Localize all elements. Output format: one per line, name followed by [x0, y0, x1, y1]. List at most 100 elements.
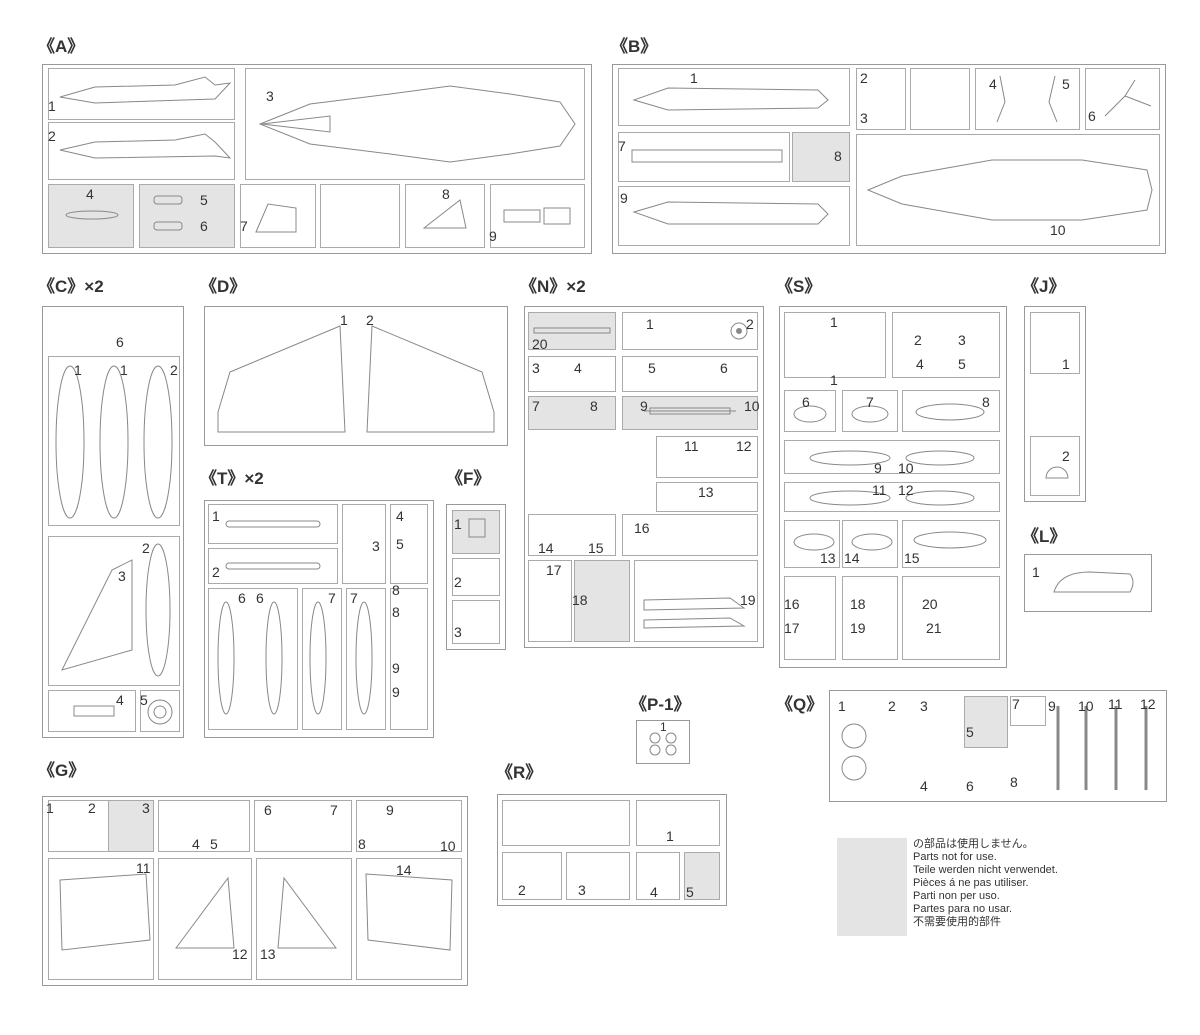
- part-number: 6: [264, 802, 272, 818]
- part-number: 6: [802, 394, 810, 410]
- part-number: 2: [888, 698, 896, 714]
- part-number: 14: [844, 550, 860, 566]
- part-cell: [622, 514, 758, 556]
- part-number: 9: [640, 398, 648, 414]
- part-cell: [490, 184, 585, 248]
- part-number: 3: [860, 110, 868, 126]
- part-number: 2: [366, 312, 374, 328]
- sprue-s-label: 《S》: [776, 277, 822, 296]
- sprue-p1-frame: [636, 720, 690, 764]
- sprue-g-frame: [42, 796, 468, 986]
- sprue-f-frame: [446, 504, 506, 650]
- part-number: 1: [1062, 356, 1070, 372]
- part-number: 5: [966, 724, 974, 740]
- wheel-part: [730, 322, 748, 340]
- part-number: 10: [744, 398, 760, 414]
- part-cell: [1085, 68, 1160, 130]
- fin-part: [422, 199, 467, 229]
- part-number: 14: [538, 540, 554, 556]
- part-cell: [618, 68, 850, 126]
- legend-line: Pièces á ne pas utiliser.: [913, 877, 1029, 889]
- part-number: 1: [830, 372, 838, 388]
- part-cell: [842, 576, 898, 660]
- part-cell: [452, 600, 500, 644]
- nozzle-part: [503, 207, 571, 225]
- part-number: 13: [820, 550, 836, 566]
- part-number: 7: [330, 802, 338, 818]
- part-number: 7: [328, 590, 336, 606]
- unused-part-cell: [574, 560, 630, 642]
- part-cell: [320, 184, 400, 248]
- part-number: 5: [648, 360, 656, 376]
- sprue-a-label: 《A》: [38, 37, 85, 56]
- part-cell: [256, 858, 352, 980]
- part-number: 11: [1108, 696, 1123, 712]
- unused-part-cell: [139, 184, 235, 248]
- part-cell: [48, 690, 136, 732]
- part-cell: [356, 858, 462, 980]
- part-number: 6: [966, 778, 974, 794]
- part-number: 5: [686, 884, 694, 900]
- part-number: 1: [660, 720, 667, 734]
- sprue-f-label: 《F》: [446, 469, 491, 488]
- sprue-l-frame: [1024, 554, 1152, 612]
- part-number: 14: [396, 862, 412, 878]
- part-number: 2: [212, 564, 220, 580]
- pylon-part: [643, 597, 746, 629]
- unused-part-cell: [108, 800, 154, 852]
- part-number: 20: [532, 336, 548, 352]
- part-number: 4: [989, 76, 997, 92]
- unused-part-cell: [452, 510, 500, 554]
- part-number: 6: [116, 334, 124, 350]
- part-cell: [48, 536, 180, 686]
- part-cell: [342, 504, 386, 584]
- part-number: 9: [620, 190, 628, 206]
- part-number: 3: [532, 360, 540, 376]
- part-number: 4: [916, 356, 924, 372]
- stabilizer-part: [59, 873, 151, 951]
- part-cell: [208, 504, 338, 544]
- fuel-tank-part: [217, 601, 373, 715]
- legend-line: 不需要使用的部件: [913, 916, 1001, 928]
- sprue-d-label: 《D》: [200, 277, 247, 296]
- part-cell: [240, 184, 316, 248]
- poly-cap-part: [649, 732, 677, 756]
- part-number: 15: [588, 540, 604, 556]
- part-number: 7: [1012, 696, 1020, 712]
- part-number: 5: [210, 836, 218, 852]
- part-number: 8: [392, 582, 400, 598]
- fuselage-lower-part: [632, 87, 829, 111]
- part-number: 9: [1048, 698, 1056, 714]
- part-cell: [975, 68, 1080, 130]
- bay-part: [631, 149, 783, 163]
- part-number: 3: [142, 800, 150, 816]
- fuel-tank-half-part: [55, 365, 173, 519]
- unused-part-cell: [48, 184, 134, 248]
- sprue-d-frame: [204, 306, 508, 446]
- part-number: 8: [834, 148, 842, 164]
- part-number: 8: [982, 394, 990, 410]
- legend-line: Parts not for use.: [913, 851, 997, 863]
- part-cell: [656, 436, 758, 478]
- part-number: 19: [850, 620, 866, 636]
- missile-part: [225, 520, 321, 528]
- wing-part: [217, 325, 495, 433]
- part-cell: [48, 858, 154, 980]
- sprue-b-frame: [612, 64, 1166, 254]
- wing-flap-part: [61, 543, 171, 677]
- seat-part: [468, 518, 486, 538]
- part-cell: [158, 858, 252, 980]
- legend-line: Teile werden nicht verwendet.: [913, 864, 1058, 876]
- part-number: 3: [118, 568, 126, 584]
- unused-part-cell: [528, 396, 616, 430]
- part-number: 6: [200, 218, 208, 234]
- part-number: 7: [618, 138, 626, 154]
- wheel-part: [147, 699, 173, 725]
- wheel-part: [841, 723, 867, 781]
- part-number: 12: [232, 946, 248, 962]
- part-number: 3: [578, 882, 586, 898]
- part-number: 5: [396, 536, 404, 552]
- part-cell: [502, 852, 562, 900]
- part-number: 6: [1088, 108, 1096, 124]
- part-number: 1: [1032, 564, 1040, 580]
